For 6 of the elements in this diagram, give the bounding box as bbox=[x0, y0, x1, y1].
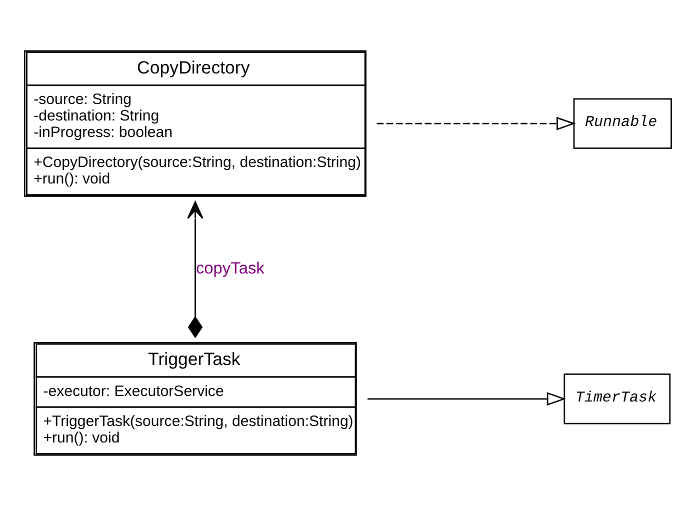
arrow bbox=[187, 200, 204, 338]
node-box: Runnable bbox=[573, 98, 672, 148]
edge-label: copyTask bbox=[196, 259, 264, 278]
arrow bbox=[367, 392, 566, 406]
node-box: TimerTask bbox=[564, 373, 671, 424]
arrow bbox=[376, 116, 576, 130]
